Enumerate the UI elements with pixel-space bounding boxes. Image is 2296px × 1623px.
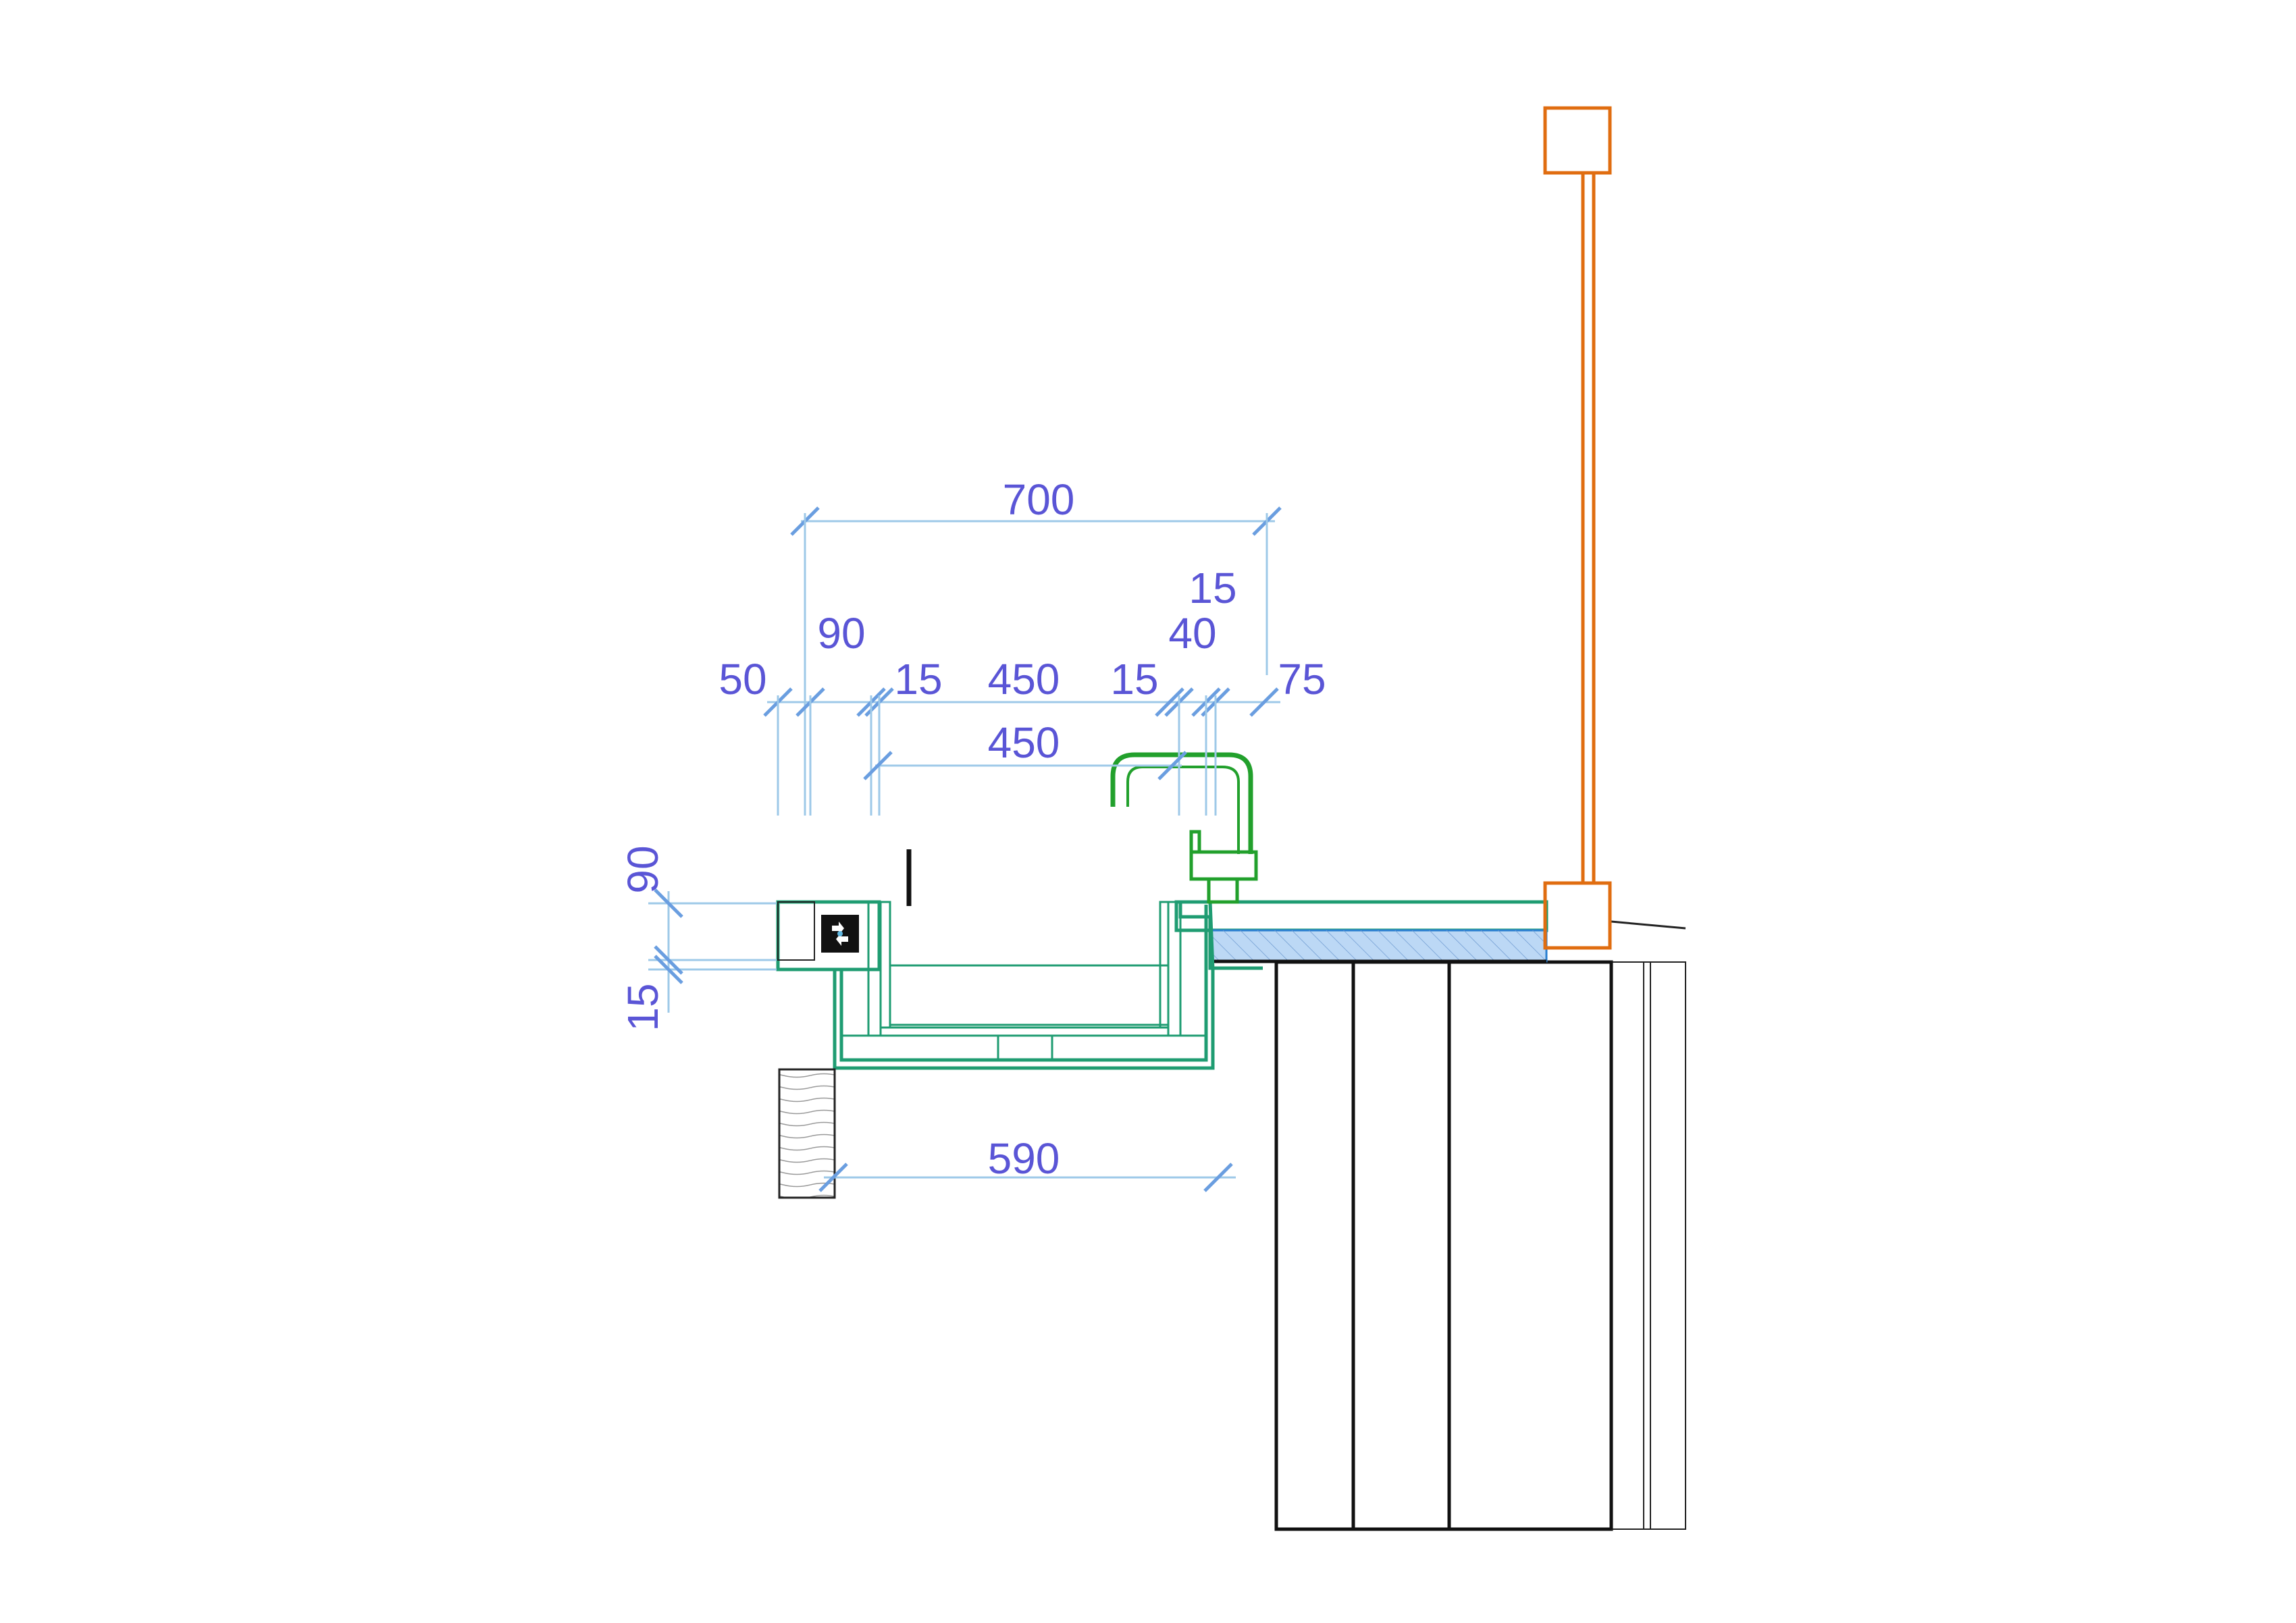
dim-overall-width: 700 xyxy=(1003,475,1075,524)
dim-right-40: 40 xyxy=(1168,609,1216,658)
dim-left-50: 50 xyxy=(719,655,766,703)
window-frame xyxy=(1543,106,1612,950)
wall-insulation xyxy=(1351,960,1451,1531)
sink-outer-shell xyxy=(833,901,1215,1070)
sink-bottom-plate xyxy=(840,1034,1207,1061)
countertop xyxy=(1174,900,1548,963)
countertop-slab xyxy=(1174,900,1548,932)
sink-symbol-icon xyxy=(821,915,859,953)
faucet-base xyxy=(1189,850,1258,881)
dim-right-75: 75 xyxy=(1278,655,1326,703)
window-sill-frame xyxy=(1543,881,1612,950)
dim-vertical-15: 15 xyxy=(619,983,667,1031)
dim-left-90: 90 xyxy=(817,609,865,658)
dimension-labels: 700 15 90 40 50 15 450 15 75 450 590 90 … xyxy=(619,475,1326,1183)
wall-outer-leaf xyxy=(1274,960,1355,1531)
faucet-handle xyxy=(1189,830,1201,852)
dimension-lines xyxy=(648,506,1282,1192)
window-head xyxy=(1543,106,1612,175)
dim-left-15: 15 xyxy=(894,655,942,703)
dim-right-15: 15 xyxy=(1110,655,1158,703)
dim-vertical-90: 90 xyxy=(619,845,667,893)
exterior-sill-line xyxy=(1611,920,1686,930)
faucet xyxy=(1110,752,1258,904)
wall-cladding-zone xyxy=(1611,961,1686,1530)
wall-section xyxy=(1274,920,1686,1531)
wall-inner-leaf xyxy=(1447,960,1613,1531)
sink-right-wall xyxy=(1167,901,1182,1037)
dim-middle-450: 450 xyxy=(988,655,1060,703)
sink-cabinet xyxy=(776,849,1263,1199)
dim-bottom-590: 590 xyxy=(988,1134,1060,1183)
drawer-front xyxy=(778,1068,836,1199)
dim-inner-450: 450 xyxy=(988,718,1060,767)
dim-top-right-15: 15 xyxy=(1189,564,1236,612)
